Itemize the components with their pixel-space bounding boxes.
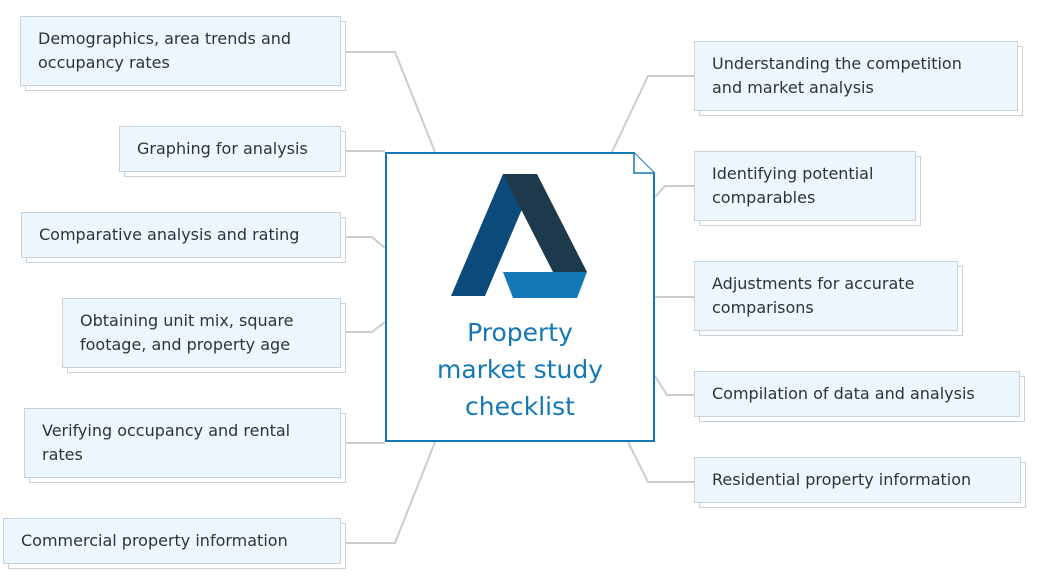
topic-label-line: Graphing for analysis <box>137 139 308 158</box>
topic-label-line: comparables <box>712 188 816 207</box>
topic-label-line: rates <box>42 445 83 464</box>
topic-label-line: Obtaining unit mix, square <box>80 311 294 330</box>
topic-label-line: Verifying occupancy and rental <box>42 421 291 440</box>
topic-label-line: Adjustments for accurate <box>712 274 915 293</box>
connector-left-3 <box>341 236 386 249</box>
topic-competition[interactable]: Understanding the competition and market… <box>694 41 1018 111</box>
topic-label-line: Understanding the competition <box>712 54 962 73</box>
topic-commercial-property[interactable]: Commercial property information <box>3 518 341 564</box>
connector-right-5 <box>627 441 695 483</box>
company-logo-icon <box>451 174 587 298</box>
topic-label-line: occupancy rates <box>38 53 170 72</box>
connector-right-2 <box>654 185 695 198</box>
title-line: Property <box>467 318 573 347</box>
topic-label-line: footage, and property age <box>80 335 291 354</box>
topic-demographics[interactable]: Demographics, area trends and occupancy … <box>20 16 341 86</box>
connector-right-4 <box>654 375 695 396</box>
topic-label-line: Compilation of data and analysis <box>712 384 975 403</box>
topic-comparative-analysis[interactable]: Comparative analysis and rating <box>21 212 341 258</box>
topic-label-line: and market analysis <box>712 78 874 97</box>
title-line: market study <box>436 355 603 384</box>
central-topic-card[interactable]: Property market study checklist <box>385 152 655 442</box>
connector-left-4 <box>341 321 386 333</box>
topic-label-line: Residential property information <box>712 470 972 489</box>
topic-comparables[interactable]: Identifying potential comparables <box>694 151 916 221</box>
topic-occupancy-rental[interactable]: Verifying occupancy and rental rates <box>24 408 341 478</box>
topic-label-line: comparisons <box>712 298 814 317</box>
connector-right-1 <box>611 75 695 153</box>
title-line: checklist <box>465 392 575 421</box>
central-topic-title: Property market study checklist <box>385 314 655 425</box>
topic-residential-property[interactable]: Residential property information <box>694 457 1021 503</box>
connector-left-1 <box>341 51 436 153</box>
topic-graphing[interactable]: Graphing for analysis <box>119 126 341 172</box>
topic-adjustments[interactable]: Adjustments for accurate comparisons <box>694 261 958 331</box>
topic-label-line: Commercial property information <box>21 531 288 550</box>
topic-compilation[interactable]: Compilation of data and analysis <box>694 371 1020 417</box>
topic-label-line: Comparative analysis and rating <box>39 225 300 244</box>
topic-unit-mix[interactable]: Obtaining unit mix, square footage, and … <box>62 298 341 368</box>
topic-label-line: Demographics, area trends and <box>38 29 292 48</box>
connector-left-6 <box>341 441 436 544</box>
topic-label-line: Identifying potential <box>712 164 874 183</box>
